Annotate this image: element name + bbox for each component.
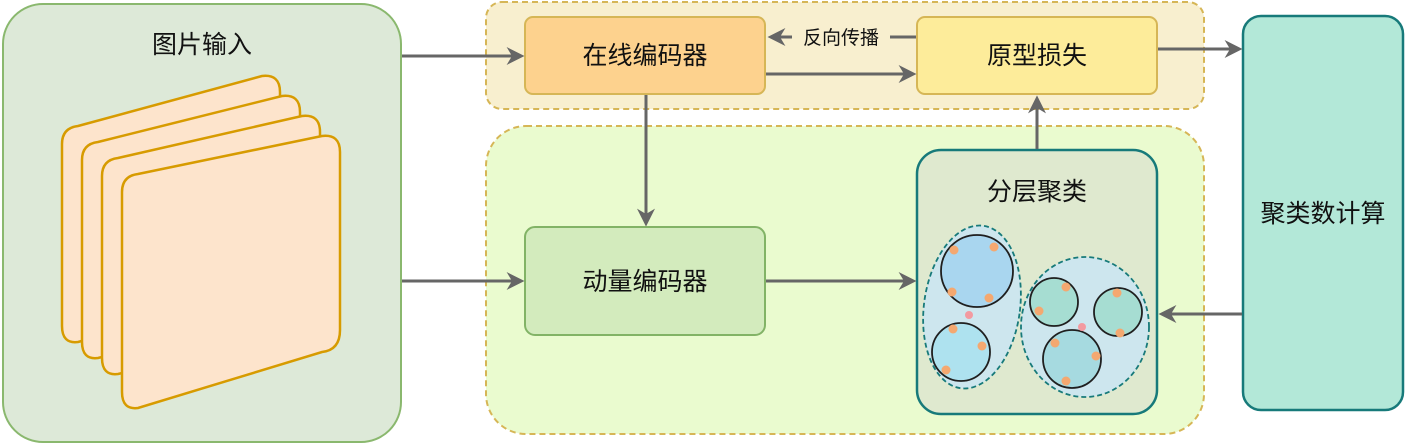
data-point <box>1061 376 1071 386</box>
cluster-count-box <box>1241 14 1405 412</box>
data-point <box>984 293 994 303</box>
data-point <box>1050 338 1060 348</box>
data-point <box>1061 282 1071 292</box>
data-point <box>1112 288 1122 298</box>
left-cluster-group <box>922 224 1022 390</box>
image-card <box>120 134 342 410</box>
cluster-circle <box>940 234 1014 308</box>
momentum-encoder-box <box>524 226 766 336</box>
image-input-label: 图片输入 <box>152 30 252 59</box>
data-point <box>989 242 999 252</box>
online-encoder-label: 在线编码器 <box>582 41 707 70</box>
centroid-point <box>965 311 973 319</box>
data-point <box>949 245 959 255</box>
data-point <box>977 341 987 351</box>
online-encoder-box <box>524 16 766 95</box>
momentum-encoder-label: 动量编码器 <box>582 267 707 296</box>
centroid-point <box>1078 323 1086 331</box>
image-card-stack <box>60 74 342 410</box>
hierarchical-clustering-label: 分层聚类 <box>987 177 1087 206</box>
prototype-loss-box <box>916 16 1158 95</box>
data-point <box>1034 306 1044 316</box>
cluster-circle <box>1029 277 1079 327</box>
cluster-circle <box>931 322 991 382</box>
connectors <box>402 37 1243 323</box>
data-point <box>1115 328 1125 338</box>
cluster-circle <box>1042 329 1102 389</box>
data-point <box>1091 351 1101 361</box>
data-point <box>941 365 951 375</box>
cluster-count-label: 聚类数计算 <box>1260 199 1385 228</box>
data-point <box>948 324 958 334</box>
prototype-loss-label: 原型损失 <box>987 41 1087 70</box>
backprop-label: 反向传播 <box>803 27 879 49</box>
right-cluster-group <box>1020 256 1150 398</box>
data-point <box>947 287 957 297</box>
